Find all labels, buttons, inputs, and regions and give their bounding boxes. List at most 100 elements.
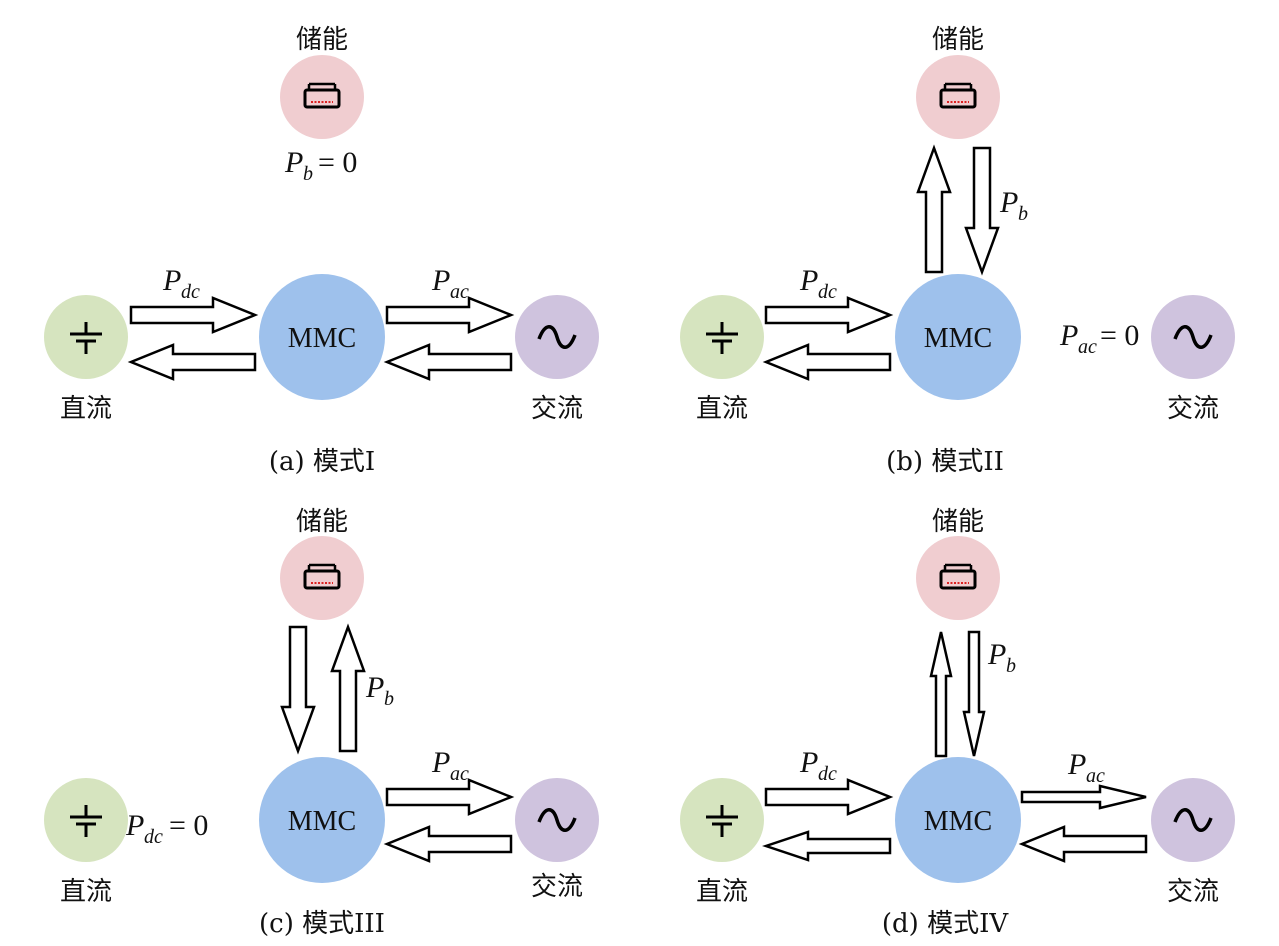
pac-arrow-right — [385, 778, 515, 816]
pac-label: P ac — [431, 746, 469, 785]
dc-source-icon — [706, 322, 738, 354]
pb-p: P — [999, 186, 1018, 219]
pb-arrow-up — [330, 623, 366, 753]
storage-node — [916, 55, 1000, 139]
pdc-sub: dc — [818, 763, 837, 785]
pb-sub: b — [384, 688, 394, 710]
pb-sub: b — [1018, 203, 1028, 225]
dc-label: 直流 — [60, 394, 112, 424]
ac-source-icon — [1173, 808, 1213, 832]
dc-node — [680, 778, 764, 862]
caption-c: (c) 模式III — [259, 909, 385, 939]
pb-p: P — [365, 671, 384, 704]
pb-p: P — [987, 638, 1006, 671]
dc-arrow-left — [762, 830, 892, 862]
dc-source-icon — [70, 805, 102, 837]
pac-sub: ac — [450, 281, 469, 303]
pb-sub: b — [303, 163, 313, 185]
pb-eq-zero: = 0 — [318, 146, 357, 179]
pdc-label: P dc — [799, 264, 837, 303]
storage-label: 储能 — [932, 507, 984, 537]
storage-label: 储能 — [296, 507, 348, 537]
storage-arrow-up — [929, 631, 953, 758]
panel-c: 储能 P b 直流 P dc = 0 MMC — [44, 507, 599, 939]
storage-arrow-up — [916, 144, 952, 274]
pdc-p: P — [799, 264, 818, 297]
pac-label: P ac — [431, 264, 469, 303]
panel-a: 储能 P b = 0 直流 MMC 交流 — [44, 25, 599, 477]
storage-label: 储能 — [932, 25, 984, 55]
pac-sub: ac — [1078, 336, 1097, 358]
panel-d: 储能 P b 直流 MMC 交流 P — [680, 507, 1235, 939]
mmc-node — [895, 757, 1021, 883]
pb-zero-label: P b = 0 — [284, 146, 357, 185]
dc-label: 直流 — [696, 877, 748, 907]
pb-label: P b — [999, 186, 1028, 225]
pdc-arrow-right — [764, 296, 894, 334]
dc-node — [680, 295, 764, 379]
pac-label: P ac — [1067, 748, 1105, 787]
pac-zero-label: P ac = 0 — [1059, 319, 1139, 358]
dc-node — [44, 295, 128, 379]
pb-arrow-down — [964, 146, 1000, 276]
panel-b: 储能 P b 直流 MMC 交流 P a — [680, 25, 1235, 477]
ac-arrow-left — [383, 343, 513, 381]
battery-icon — [303, 82, 341, 109]
mmc-node — [259, 757, 385, 883]
ac-source-icon — [1173, 325, 1213, 349]
storage-node — [280, 536, 364, 620]
battery-icon — [939, 563, 977, 590]
mmc-node — [895, 274, 1021, 400]
pb-arrow-down — [962, 630, 986, 757]
pb-sub: b — [1006, 655, 1016, 677]
pac-sub: ac — [1086, 765, 1105, 787]
mmc-label: MMC — [924, 323, 992, 354]
storage-node — [916, 536, 1000, 620]
caption-a: (a) 模式I — [269, 447, 375, 477]
pac-p: P — [431, 746, 450, 779]
dc-source-icon — [70, 322, 102, 354]
pdc-p: P — [799, 746, 818, 779]
battery-icon — [303, 563, 341, 590]
storage-node — [280, 55, 364, 139]
ac-arrow-left — [383, 825, 513, 863]
pdc-p: P — [125, 809, 144, 842]
ac-source-icon — [537, 325, 577, 349]
pdc-zero-label: P dc = 0 — [125, 809, 208, 848]
ac-label: 交流 — [1167, 877, 1219, 907]
dc-label: 直流 — [60, 877, 112, 907]
storage-label: 储能 — [296, 25, 348, 55]
ac-label: 交流 — [1167, 394, 1219, 424]
ac-label: 交流 — [531, 872, 583, 902]
pac-sub: ac — [450, 763, 469, 785]
pac-arrow-right — [385, 296, 515, 334]
ac-arrow-left — [1018, 825, 1148, 863]
battery-icon — [939, 82, 977, 109]
ac-label: 交流 — [531, 394, 583, 424]
pb-label: P b — [365, 671, 394, 710]
pdc-arrow-right — [129, 296, 259, 334]
mmc-node — [259, 274, 385, 400]
caption-b: (b) 模式II — [886, 447, 1004, 477]
pdc-p: P — [162, 264, 181, 297]
pdc-eq-zero: = 0 — [169, 809, 208, 842]
pac-arrow-right — [1020, 784, 1147, 810]
pdc-sub: dc — [144, 826, 163, 848]
pdc-label: P dc — [162, 264, 200, 303]
mmc-label: MMC — [288, 323, 356, 354]
pdc-sub: dc — [181, 281, 200, 303]
pb-p: P — [284, 146, 303, 179]
dc-arrow-left — [762, 343, 892, 381]
pdc-arrow-right — [764, 778, 894, 816]
pac-eq-zero: = 0 — [1100, 319, 1139, 352]
ac-source-icon — [537, 808, 577, 832]
mmc-label: MMC — [288, 806, 356, 837]
pdc-sub: dc — [818, 281, 837, 303]
storage-arrow-down — [280, 625, 316, 755]
mmc-label: MMC — [924, 806, 992, 837]
dc-label: 直流 — [696, 394, 748, 424]
dc-node — [44, 778, 128, 862]
dc-arrow-left — [127, 343, 257, 381]
pac-p: P — [1067, 748, 1086, 781]
